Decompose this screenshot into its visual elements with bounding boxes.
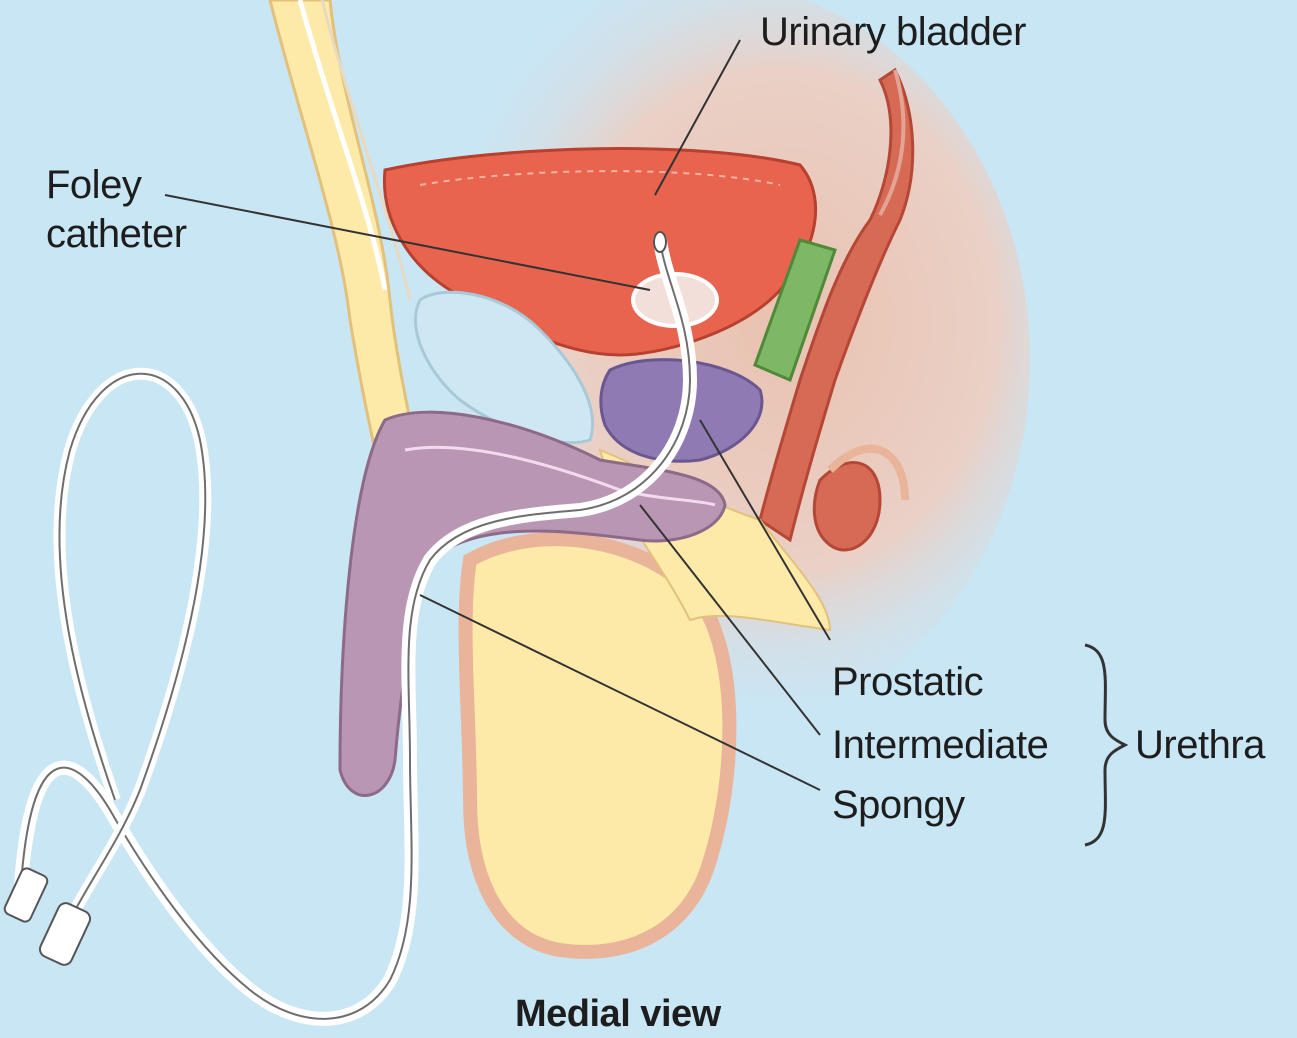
label-urinary-bladder: Urinary bladder xyxy=(760,12,1026,52)
catheter-port-1 xyxy=(3,866,50,923)
label-prostatic: Prostatic xyxy=(832,662,983,702)
label-intermediate: Intermediate xyxy=(832,725,1048,765)
label-spongy: Spongy xyxy=(832,785,965,825)
caption-medial-view: Medial view xyxy=(515,995,721,1033)
urethra-bracket xyxy=(1085,645,1125,845)
label-urethra: Urethra xyxy=(1135,725,1265,765)
anal-region xyxy=(814,463,880,550)
label-foley: Foley xyxy=(46,165,141,205)
catheter-tip xyxy=(654,232,666,252)
label-catheter: catheter xyxy=(46,214,187,254)
catheter-port-2 xyxy=(37,901,92,968)
